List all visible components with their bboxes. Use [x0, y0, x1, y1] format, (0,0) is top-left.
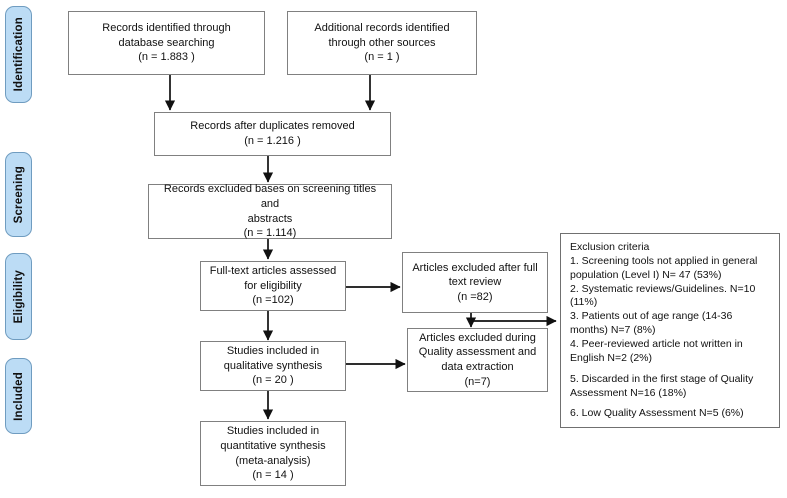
stage-label-included: Included [12, 371, 25, 421]
stage-label-screening: Screening [12, 165, 25, 224]
node-label: Records identified through database sear… [102, 22, 231, 64]
exclusion-criteria-item: 4. Peer-reviewed article not written in … [570, 338, 743, 364]
node-additional-records-other-sources[interactable]: Additional records identified through ot… [287, 11, 477, 75]
exclusion-criteria-item: 5. Discarded in the first stage of Quali… [570, 372, 754, 399]
node-label: Full-text articles assessed for eligibil… [209, 265, 337, 307]
node-records-excluded-screening[interactable]: Records excluded bases on screening titl… [148, 183, 392, 240]
stage-label-identification: Identification [12, 17, 25, 92]
node-studies-quantitative-synthesis[interactable]: Studies included in quantitative synthes… [200, 421, 346, 486]
exclusion-criteria-item: 6. Low Quality Assessment N=5 (6%) [570, 407, 744, 420]
node-articles-excluded-quality-assessment[interactable]: Articles excluded during Quality assessm… [407, 328, 548, 392]
exclusion-criteria-item: 2. Systematic reviews/Guidelines. N=10 (… [570, 282, 756, 309]
node-records-identified-database[interactable]: Records identified through database sear… [68, 11, 265, 75]
stage-tab-included[interactable]: Included [5, 358, 32, 434]
node-label: Articles excluded during Quality assessm… [418, 331, 537, 388]
stage-tab-eligibility[interactable]: Eligibility [5, 253, 32, 340]
node-label: Articles excluded after full text review… [412, 261, 538, 303]
node-label: Additional records identified through ot… [314, 22, 450, 64]
node-studies-qualitative-synthesis[interactable]: Studies included in qualitative synthesi… [200, 341, 346, 391]
node-articles-excluded-after-fulltext[interactable]: Articles excluded after full text review… [402, 252, 548, 313]
node-label: Records excluded bases on screening titl… [163, 183, 377, 240]
node-label: Studies included in qualitative synthesi… [223, 345, 323, 387]
node-records-after-duplicates-removed[interactable]: Records after duplicates removed (n = 1.… [154, 112, 391, 156]
node-fulltext-articles-assessed[interactable]: Full-text articles assessed for eligibil… [200, 261, 346, 311]
exclusion-criteria-list: 1. Screening tools not applied in genera… [570, 254, 771, 427]
node-label: Studies included in quantitative synthes… [220, 425, 326, 482]
stage-tab-identification[interactable]: Identification [5, 6, 32, 103]
exclusion-criteria-panel[interactable]: Exclusion criteria 1. Screening tools no… [560, 233, 780, 428]
exclusion-criteria-item: 3. Patients out of age range (14-36 mont… [570, 310, 733, 337]
stage-tab-screening[interactable]: Screening [5, 152, 32, 237]
stage-label-eligibility: Eligibility [12, 269, 25, 324]
exclusion-criteria-title: Exclusion criteria [570, 241, 650, 253]
exclusion-criteria-item: 1. Screening tools not applied in genera… [570, 254, 758, 281]
node-label: Records after duplicates removed (n = 1.… [190, 120, 355, 147]
